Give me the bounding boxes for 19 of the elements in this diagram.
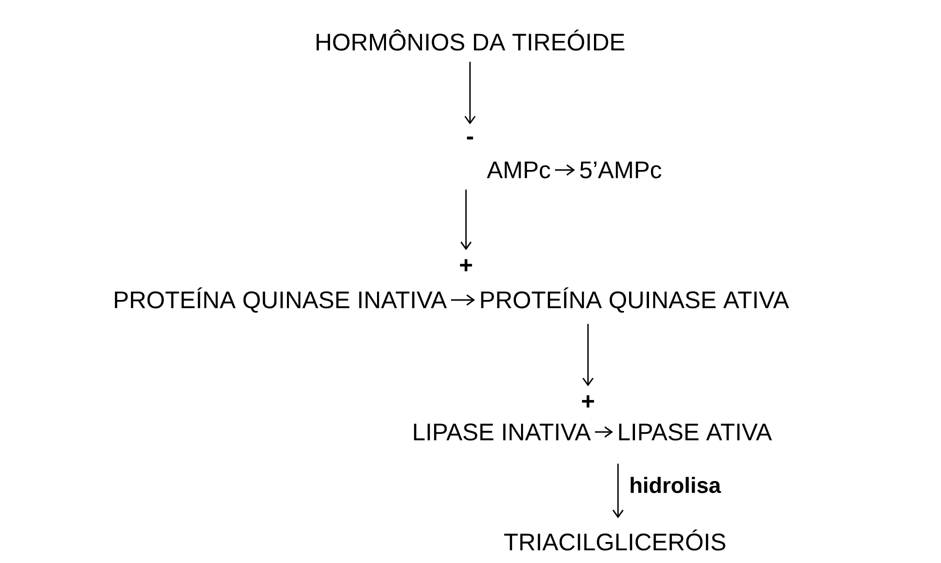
- edge-label: +: [582, 395, 594, 408]
- edge-label: +: [460, 259, 472, 272]
- arrow: [451, 294, 475, 306]
- pathway-text: 5’AMPc: [580, 162, 662, 178]
- pathway-text: AMPc: [486, 162, 550, 178]
- pathway-text: HORMÔNIOS DA TIREÓIDE: [316, 29, 624, 51]
- pathway-text: PROTEÍNA QUINASE ATIVA: [481, 287, 790, 313]
- arrow: [582, 324, 594, 386]
- arrow: [612, 464, 624, 518]
- pathway-text: PROTEÍNA QUINASE INATIVA: [114, 287, 447, 313]
- arrow: [464, 62, 476, 124]
- arrow: [460, 190, 472, 250]
- pathway-text: LIPASE ATIVA: [619, 424, 772, 440]
- arrow: [595, 426, 613, 438]
- arrow: [555, 164, 575, 176]
- pathway-text: TRIACILGLICERÓIS: [504, 529, 726, 551]
- edge-label: -: [466, 136, 474, 140]
- edge-label: hidrolisa: [630, 476, 722, 494]
- pathway-text: LIPASE INATIVA: [414, 424, 591, 440]
